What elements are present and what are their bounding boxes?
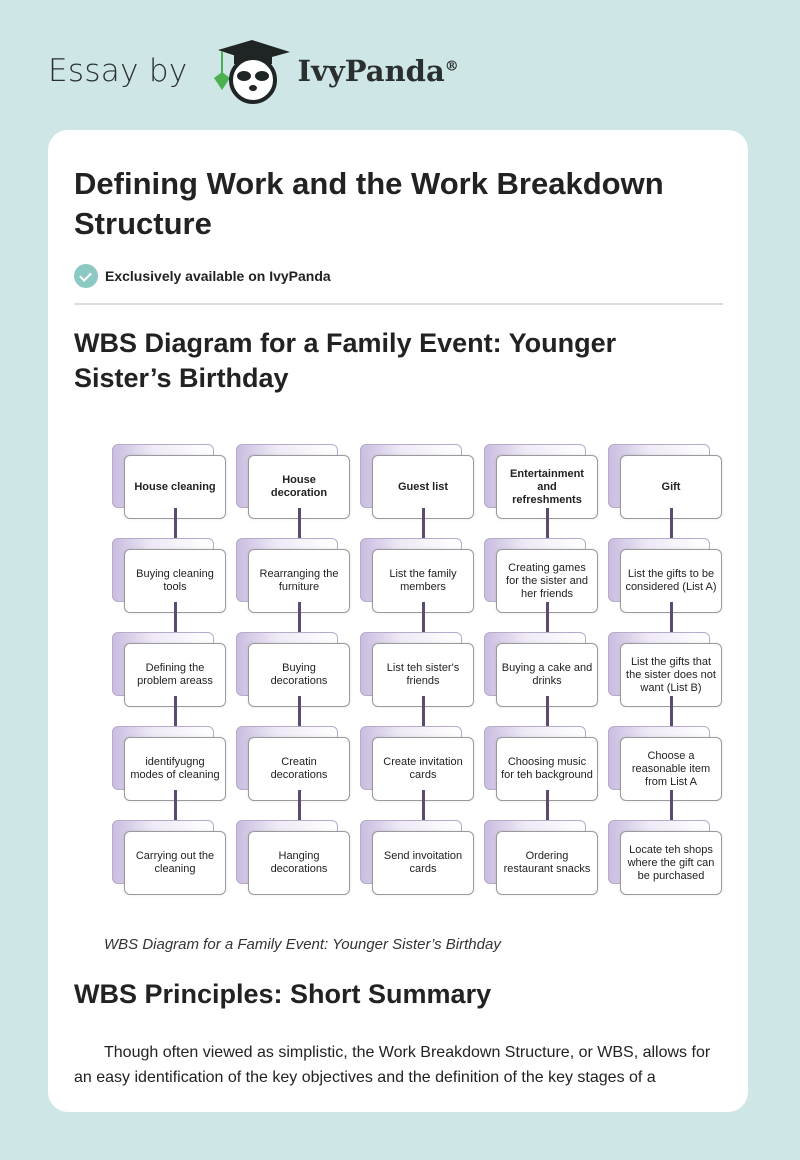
- essay-by-label: Essay by: [48, 53, 188, 89]
- wbs-task-node: Creating games for the sister and her fr…: [496, 549, 598, 613]
- connector-line: [174, 508, 177, 538]
- brand-name: IvyPanda®: [297, 54, 459, 88]
- connector-line: [298, 602, 301, 632]
- section-title-summary: WBS Principles: Short Summary: [74, 979, 492, 1009]
- figure-caption: WBS Diagram for a Family Event: Younger …: [104, 936, 501, 953]
- connector-line: [546, 508, 549, 538]
- divider: [74, 303, 723, 305]
- exclusive-label: Exclusively available on IvyPanda: [105, 268, 331, 284]
- wbs-task-node: Ordering restaurant snacks: [496, 831, 598, 895]
- panda-logo-icon: [206, 36, 296, 106]
- connector-line: [174, 602, 177, 632]
- wbs-task-node: Send invoitation cards: [372, 831, 474, 895]
- connector-line: [546, 696, 549, 726]
- connector-line: [670, 790, 673, 820]
- connector-line: [422, 696, 425, 726]
- wbs-task-node: Hanging decorations: [248, 831, 350, 895]
- wbs-category-node: Entertainment and refreshments: [496, 455, 598, 519]
- connector-line: [670, 602, 673, 632]
- wbs-task-node: Locate teh shops where the gift can be p…: [620, 831, 722, 895]
- wbs-task-node: List the gifts to be considered (List A): [620, 549, 722, 613]
- check-icon: [74, 264, 98, 288]
- body-paragraph: Though often viewed as simplistic, the W…: [74, 1044, 711, 1086]
- connector-line: [422, 508, 425, 538]
- connector-line: [298, 790, 301, 820]
- connector-line: [298, 508, 301, 538]
- connector-line: [174, 790, 177, 820]
- article-card: Defining Work and the Work Breakdown Str…: [48, 130, 748, 1112]
- connector-line: [670, 696, 673, 726]
- connector-line: [298, 696, 301, 726]
- exclusive-badge: Exclusively available on IvyPanda: [74, 264, 331, 288]
- page-title: Defining Work and the Work Breakdown Str…: [74, 166, 664, 241]
- connector-line: [670, 508, 673, 538]
- connector-line: [546, 602, 549, 632]
- connector-line: [546, 790, 549, 820]
- connector-line: [422, 790, 425, 820]
- wbs-task-node: Carrying out the cleaning: [124, 831, 226, 895]
- connector-line: [174, 696, 177, 726]
- logo[interactable]: Essay by IvyPanda®: [48, 36, 459, 106]
- connector-line: [422, 602, 425, 632]
- section-title-diagram: WBS Diagram for a Family Event: Younger …: [74, 328, 617, 393]
